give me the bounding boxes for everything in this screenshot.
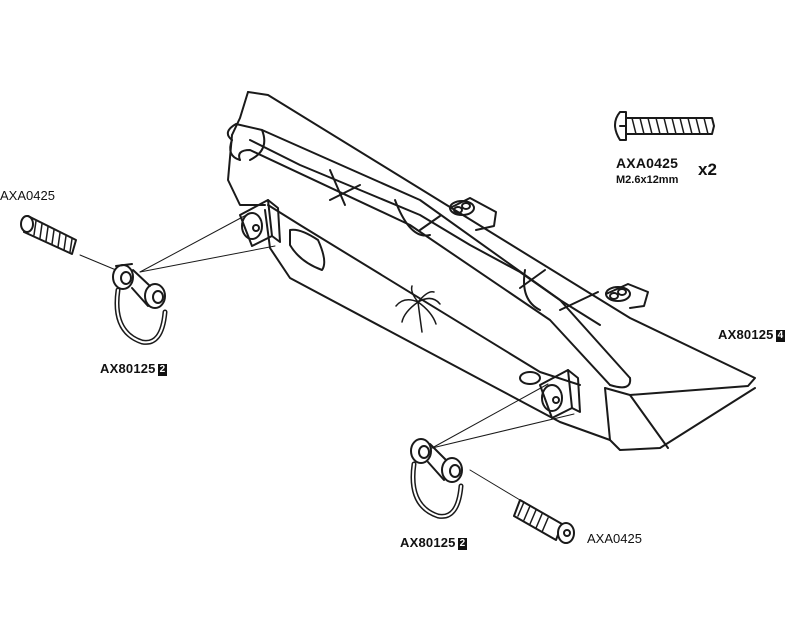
label-hardware-count: x2 [698, 160, 717, 180]
part-number: AXA0425 [0, 188, 55, 203]
part-number: AX80125 [100, 361, 156, 376]
screw-icon [614, 111, 715, 141]
part-number: AXA0425 [587, 531, 642, 546]
screw-left [20, 215, 77, 255]
palm-tree-logo-icon [395, 285, 441, 333]
front-bumper [227, 91, 756, 451]
hardware-count: x2 [698, 160, 717, 179]
screw-size: M2.6x12mm [616, 174, 679, 186]
label-hardware-part: AXA0425 [616, 155, 678, 171]
label-screw-left: AXA0425 [0, 188, 55, 203]
label-hardware-size: M2.6x12mm [616, 174, 678, 186]
bumper-tube-bar [226, 123, 632, 389]
screw-right [513, 499, 575, 544]
quantity-badge: 4 [775, 330, 786, 342]
shackle-left [112, 263, 168, 345]
right-shackle-mount [519, 369, 581, 419]
part-number: AX80125 [718, 327, 774, 342]
quantity-badge: 2 [457, 538, 468, 550]
quantity-badge: 2 [157, 364, 168, 376]
label-screw-right: AXA0425 [587, 531, 642, 546]
assembly-guide-lines [79, 212, 575, 501]
shackle-right [410, 438, 464, 519]
left-shackle-mount [239, 199, 281, 247]
part-number: AXA0425 [616, 155, 679, 171]
part-number: AX80125 [400, 535, 456, 550]
